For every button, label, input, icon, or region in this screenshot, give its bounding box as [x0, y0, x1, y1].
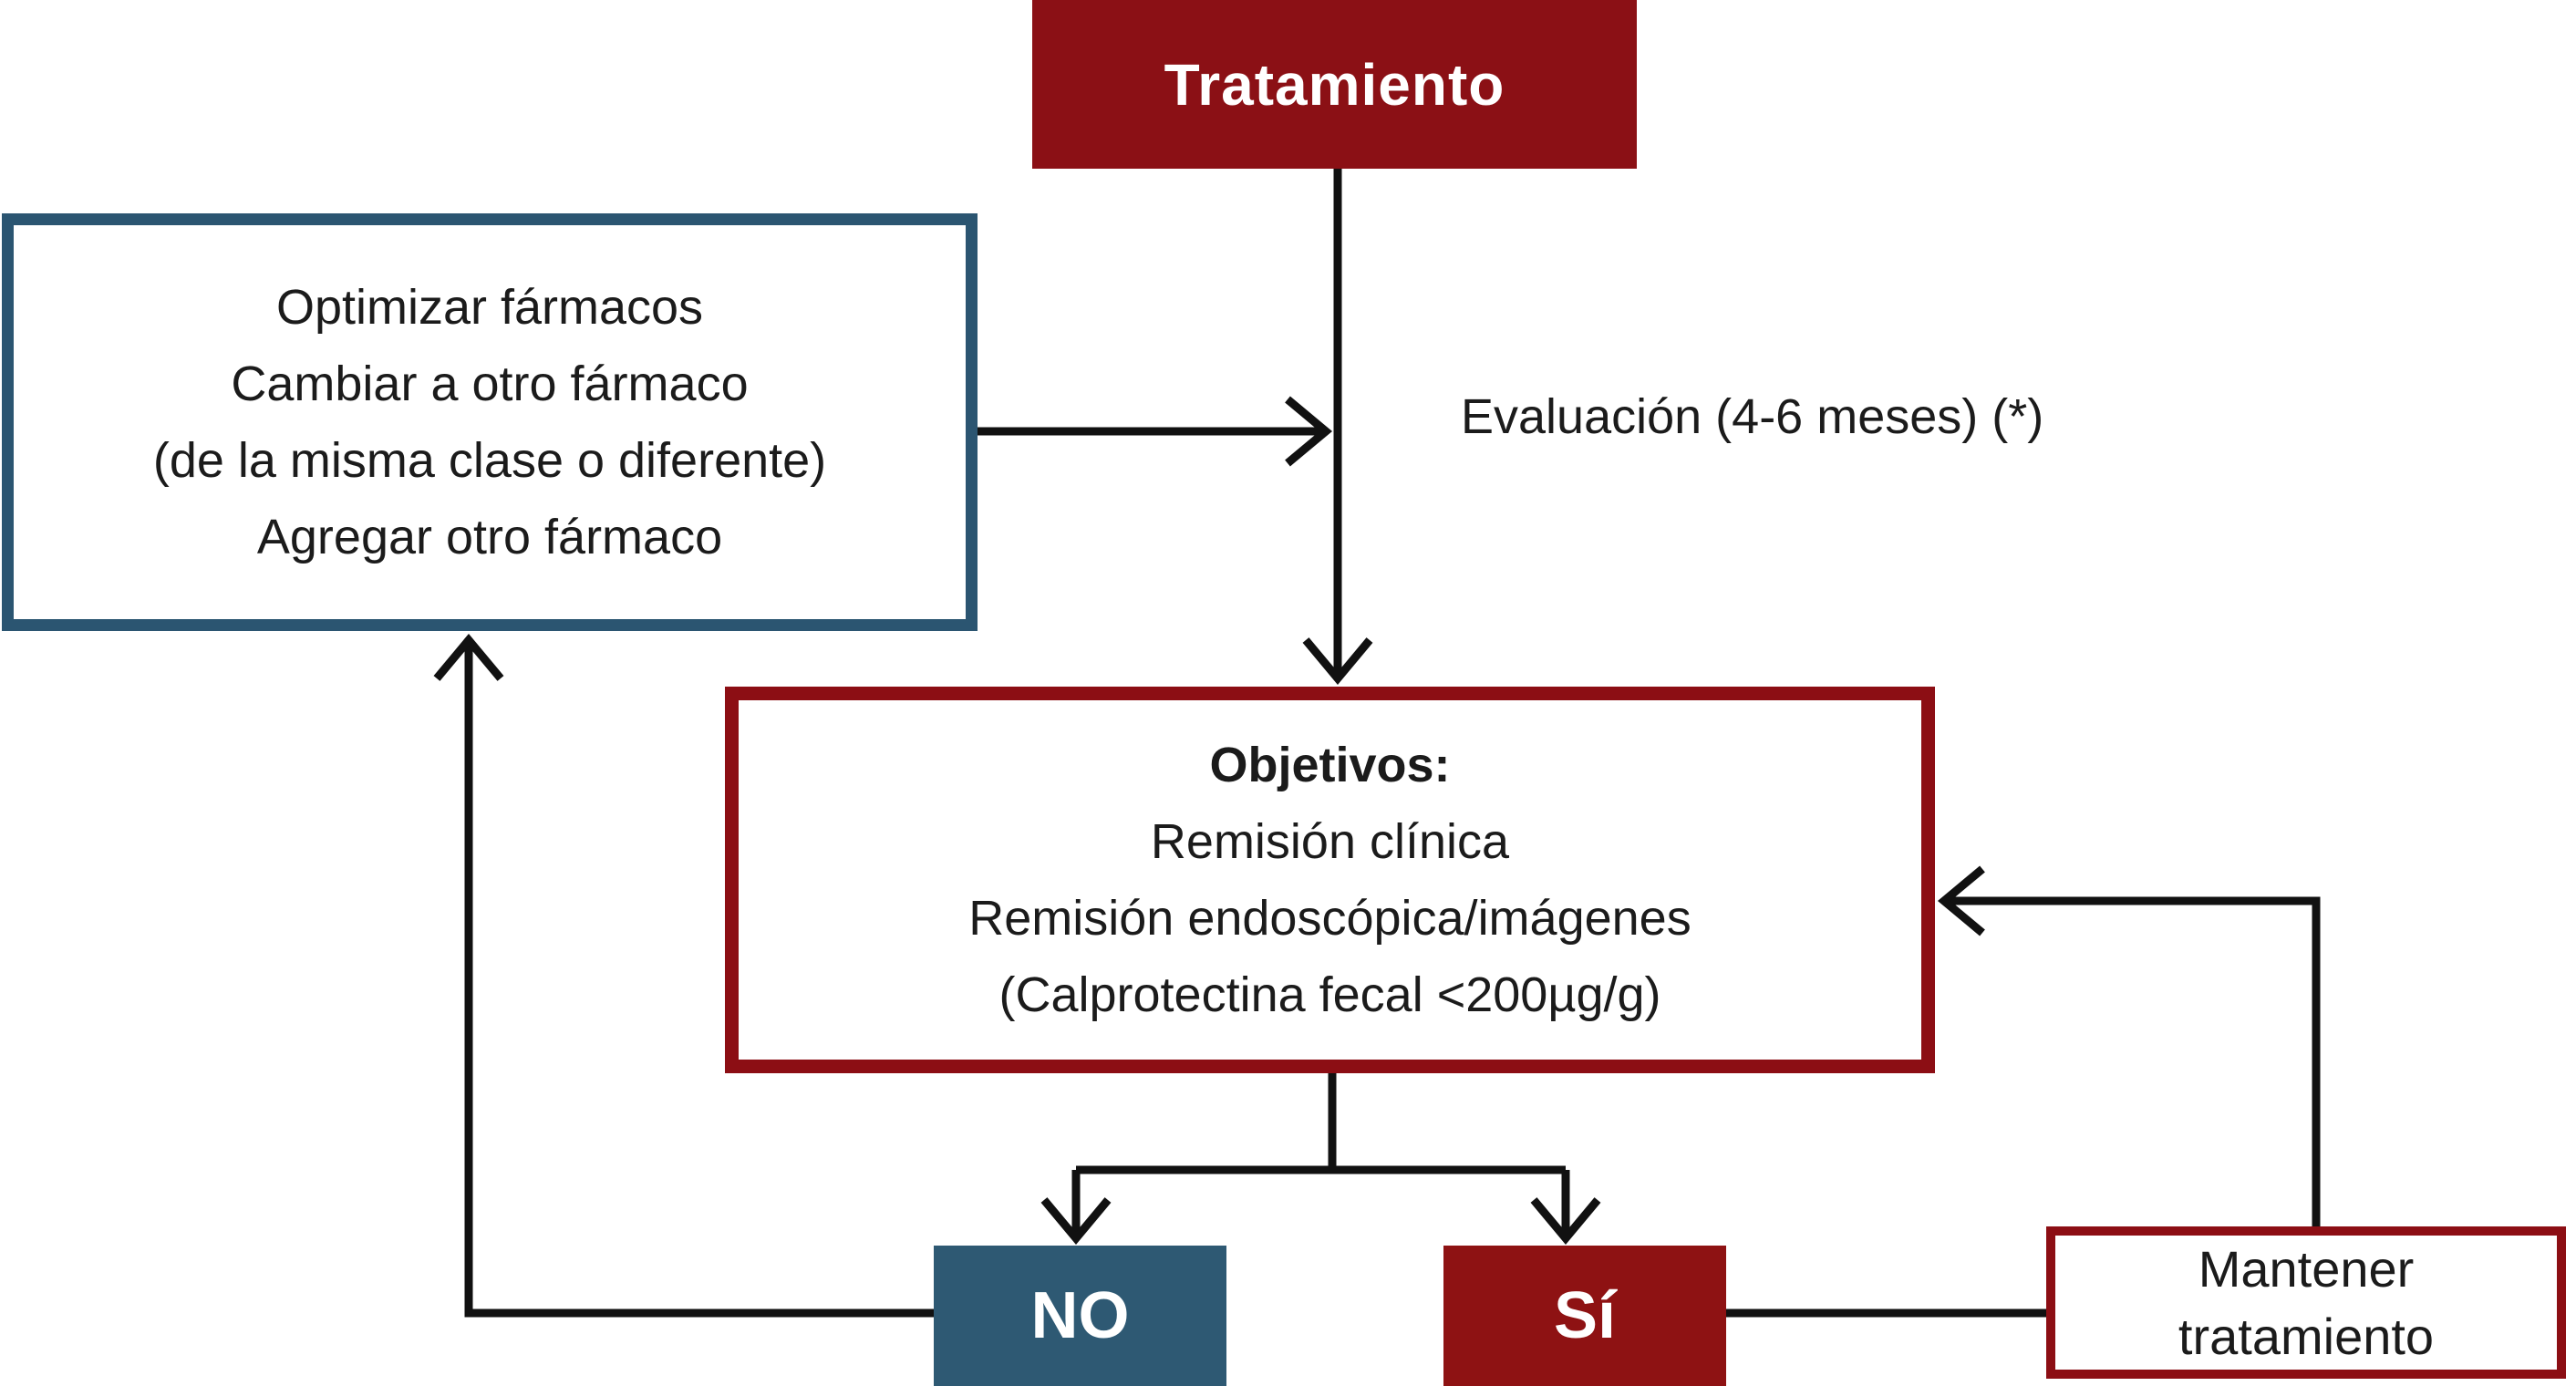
optimizar-line: Agregar otro fármaco	[256, 510, 723, 564]
tratamiento-label: Tratamiento	[1164, 51, 1505, 118]
objetivos-line: (Calprotectina fecal <200µg/g)	[998, 967, 1661, 1022]
no-label: NO	[1030, 1279, 1130, 1352]
mantener-node: Mantener tratamiento	[2046, 1226, 2566, 1379]
tratamiento-node: Tratamiento	[1032, 0, 1637, 169]
optimizar-node: Optimizar fármacos Cambiar a otro fármac…	[2, 213, 978, 631]
arrow-mantener-to-objetivos	[1948, 896, 2321, 1226]
arrowhead-left-objetivos-icon	[1937, 865, 1985, 936]
mantener-line: Mantener	[2198, 1239, 2415, 1298]
arrowhead-up-optimizar-icon	[433, 633, 504, 681]
objetivos-line: Remisión endoscópica/imágenes	[968, 891, 1691, 946]
arrowhead-down-si-icon	[1530, 1197, 1601, 1246]
arrowhead-down-objetivos-icon	[1302, 637, 1373, 686]
si-node: Sí	[1443, 1246, 1726, 1386]
objetivos-node: Objetivos: Remisión clínica Remisión end…	[725, 687, 1935, 1073]
arrowhead-down-no-icon	[1040, 1197, 1112, 1246]
optimizar-line: (de la misma clase o diferente)	[152, 433, 827, 488]
optimizar-line: Cambiar a otro fármaco	[231, 357, 749, 411]
arrow-no-to-optimizar	[464, 644, 934, 1318]
objetivos-line: Remisión clínica	[1150, 814, 1510, 869]
no-node: NO	[934, 1246, 1226, 1386]
si-label: Sí	[1553, 1279, 1617, 1352]
arrowhead-right-evaluacion-icon	[1285, 396, 1333, 467]
objetivos-heading: Objetivos:	[1209, 738, 1451, 792]
evaluacion-label: Evaluación (4-6 meses) (*)	[1461, 389, 2044, 444]
optimizar-line: Optimizar fármacos	[275, 280, 704, 335]
mantener-line: tratamiento	[2178, 1307, 2435, 1365]
